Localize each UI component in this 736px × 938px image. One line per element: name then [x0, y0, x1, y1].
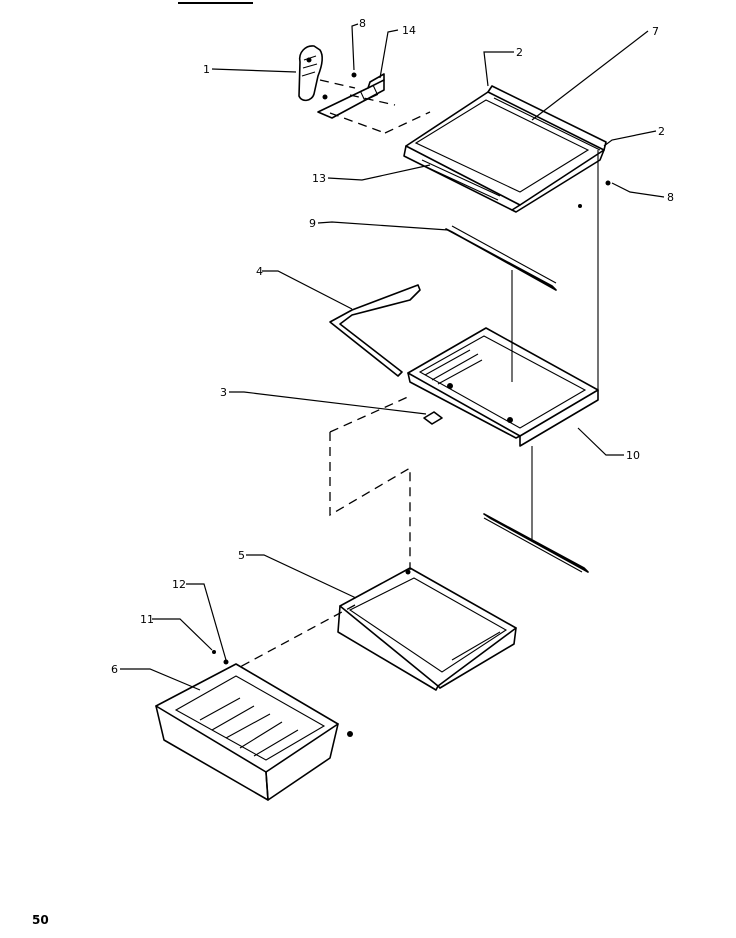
callout-1: 1: [203, 63, 210, 76]
callout-5: 5: [238, 549, 245, 562]
screw-top: [351, 72, 357, 78]
projection-line-top: [319, 79, 431, 134]
screw-right: [605, 180, 611, 186]
part-crisper-drawer-5: [337, 567, 517, 691]
callout-8b: 8: [667, 191, 674, 204]
part-crisper-drawer-6: [155, 663, 339, 801]
callout-9: 9: [309, 217, 316, 230]
part-rail-lower: [483, 513, 589, 573]
part-crisper-cover: [407, 327, 599, 447]
callout-7: 7: [652, 25, 659, 38]
drawer-6-screw-b: [223, 659, 229, 665]
callout-13: 13: [312, 172, 326, 185]
drawer-6-screw-a: [347, 731, 353, 737]
part-retainer: [329, 284, 421, 377]
part-control-housing: [298, 45, 323, 102]
callout-11: 11: [140, 613, 154, 626]
callout-4: 4: [256, 265, 263, 278]
callout-6: 6: [111, 663, 118, 676]
drawer-5-pin: [405, 569, 411, 575]
callout-14: 14: [402, 24, 416, 37]
callout-2a: 2: [516, 46, 523, 59]
screw-shelf: [578, 204, 582, 208]
callout-12: 12: [172, 578, 186, 591]
callout-10: 10: [626, 449, 640, 462]
callout-2b: 2: [658, 125, 665, 138]
callout-8a: 8: [359, 17, 366, 30]
callout-3: 3: [220, 386, 227, 399]
page-number: 50: [32, 913, 49, 927]
projection-line-center: [329, 395, 411, 570]
part-rail-upper: [445, 225, 557, 291]
projection-line-drawer: [237, 604, 356, 669]
part-clip: [423, 411, 443, 425]
part-upper-shelf: [403, 85, 607, 213]
part-control-bracket: [317, 73, 385, 119]
drawer-6-screw-c: [212, 650, 216, 654]
leader-lines: [120, 23, 665, 691]
